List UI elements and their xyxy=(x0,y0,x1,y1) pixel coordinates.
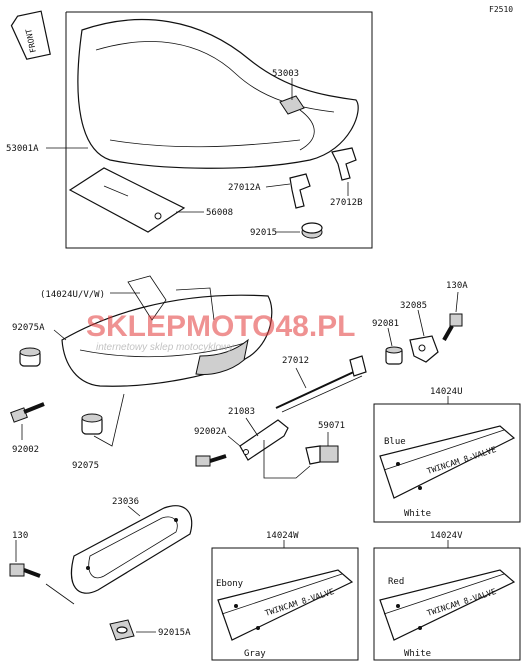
watermark-main: SKLEPMOTO48.PL xyxy=(86,310,356,343)
label-27012: 27012 xyxy=(282,356,309,366)
side-cover-23036[interactable] xyxy=(70,505,193,594)
leader-23036 xyxy=(127,505,141,517)
box-14024u xyxy=(373,403,521,523)
cowl-emblem-14024w[interactable] xyxy=(217,569,354,641)
label-56008: 56008 xyxy=(206,208,233,218)
label-92015a: 92015A xyxy=(158,628,191,638)
label-27012b: 27012B xyxy=(330,198,363,208)
color-v-top: Red xyxy=(388,577,404,587)
bracket-27012b[interactable] xyxy=(331,147,357,181)
clip-92015a[interactable] xyxy=(109,619,135,641)
spring-92081[interactable] xyxy=(385,346,403,365)
label-27012a: 27012A xyxy=(228,183,261,193)
color-w-top: Ebony xyxy=(216,579,244,589)
color-u-top: Blue xyxy=(384,437,406,447)
label-53003: 53003 xyxy=(272,69,299,79)
box-14024w xyxy=(211,547,359,661)
leader-21083 xyxy=(245,417,259,437)
bolt-92002a[interactable] xyxy=(195,454,227,467)
watermark-sub: internetowy sklep motocyklowy xyxy=(96,342,234,353)
label-130a: 130A xyxy=(446,281,468,291)
label-14024u: 14024U xyxy=(430,387,463,397)
tail-cowl[interactable] xyxy=(61,275,273,387)
label-92002: 92002 xyxy=(12,445,39,455)
latch-32085[interactable] xyxy=(409,335,439,363)
leader-92075a xyxy=(53,329,67,341)
leader-27012a xyxy=(265,183,291,188)
label-53001a: 53001A xyxy=(6,144,39,154)
label-21083: 21083 xyxy=(228,407,255,417)
grommet-92015[interactable] xyxy=(301,222,323,239)
label-23036: 23036 xyxy=(112,497,139,507)
seat-53001a[interactable] xyxy=(77,18,359,169)
cowl-emblem-14024v[interactable] xyxy=(379,569,516,641)
bolt-130[interactable] xyxy=(9,563,41,578)
switch-59071[interactable] xyxy=(305,445,339,465)
label-92015: 92015 xyxy=(250,228,277,238)
box-14024v xyxy=(373,547,521,661)
leader-27012 xyxy=(295,367,307,389)
label-14024v: 14024V xyxy=(430,531,463,541)
damper-92075[interactable] xyxy=(81,413,103,435)
switch-connector-line xyxy=(263,440,311,479)
bracket-27012a[interactable] xyxy=(289,173,311,209)
label-59071: 59071 xyxy=(318,421,345,431)
leader-92081 xyxy=(387,327,393,347)
seat-patch-53003[interactable] xyxy=(279,95,305,115)
diagram-code: F2510 xyxy=(489,5,513,14)
seat-group-frame xyxy=(65,11,373,249)
bolt-92002[interactable] xyxy=(10,402,45,423)
label-92081: 92081 xyxy=(372,319,399,329)
label-32085: 32085 xyxy=(400,301,427,311)
label-14024uvw: (14024U/V/W) xyxy=(40,290,105,300)
leader-92075 xyxy=(93,393,125,447)
label-92075: 92075 xyxy=(72,461,99,471)
owners-manual-56008[interactable] xyxy=(68,167,186,233)
bolt-130a[interactable] xyxy=(442,313,463,341)
label-92002a: 92002A xyxy=(194,427,227,437)
cowl-emblem-14024u[interactable] xyxy=(379,425,516,499)
color-u-bottom: White xyxy=(404,509,431,519)
label-92075a: 92075A xyxy=(12,323,45,333)
color-w-bottom: Gray xyxy=(244,649,266,659)
label-130: 130 xyxy=(12,531,28,541)
leader-130a xyxy=(455,291,459,313)
leader-32085 xyxy=(417,309,425,337)
leader-92002a xyxy=(227,435,241,447)
color-v-bottom: White xyxy=(404,649,431,659)
leader-130-to-clip xyxy=(45,583,75,605)
label-14024w: 14024W xyxy=(266,531,299,541)
seat-lock-rod-27012[interactable] xyxy=(275,355,367,413)
front-arrow-icon: FRONT xyxy=(10,10,51,60)
damper-92075a[interactable] xyxy=(19,347,41,367)
